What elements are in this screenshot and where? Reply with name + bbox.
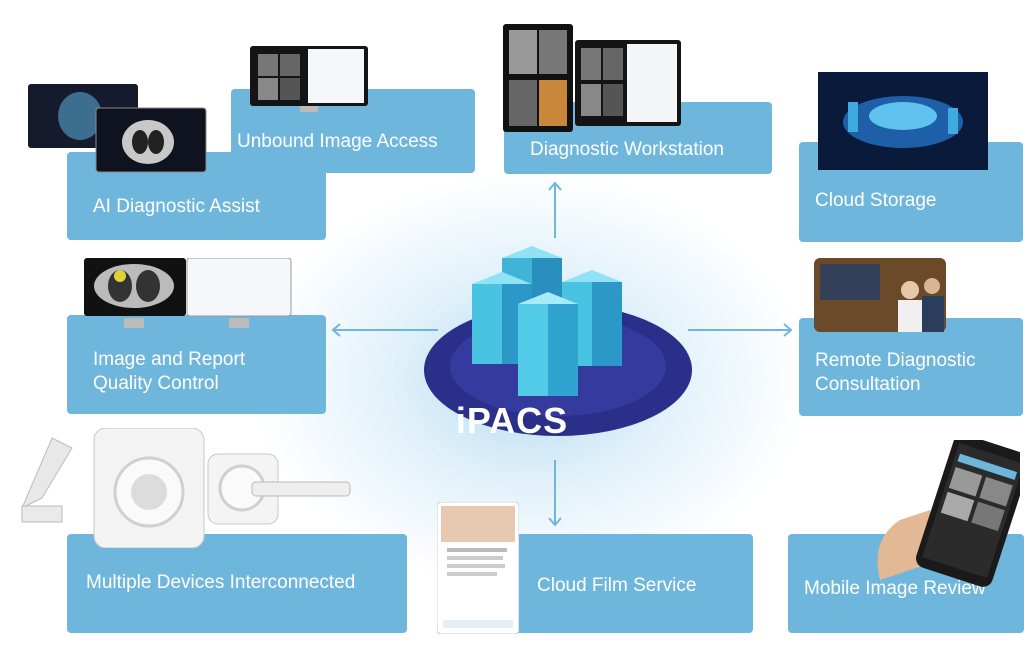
ct-scanner-icon: [21, 428, 351, 548]
card-label-line2: Quality Control: [93, 373, 219, 394]
consultation-photo: [814, 258, 946, 332]
arrow-left: [331, 323, 438, 337]
monitor-icon: [84, 258, 292, 328]
card-remote-consultation: Remote Diagnostic Consultation: [799, 318, 1023, 416]
cloud-datacenter-icon: [818, 72, 988, 170]
card-label: AI Diagnostic Assist: [93, 196, 260, 217]
card-label: Cloud Film Service: [537, 575, 697, 596]
card-label: Diagnostic Workstation: [530, 139, 724, 160]
card-label: Cloud Storage: [815, 190, 937, 211]
arrow-up: [548, 181, 562, 238]
server-tower-icon: [424, 246, 692, 436]
card-label: Unbound Image Access: [237, 131, 438, 152]
card-quality-control: Image and Report Quality Control: [67, 315, 326, 414]
arrow-down: [548, 460, 562, 527]
card-cloud-film-service: Cloud Film Service: [497, 534, 753, 633]
card-multiple-devices: Multiple Devices Interconnected: [67, 534, 407, 633]
monitor-icon: [28, 84, 207, 173]
arrow-right: [688, 323, 793, 337]
monitor-icon: [250, 46, 368, 112]
hub-title: iPACS: [455, 400, 569, 441]
card-label: Mobile Image Review: [804, 578, 986, 599]
card-label-line2: Consultation: [815, 374, 921, 395]
monitor-icon: [503, 24, 681, 132]
phone-icon: [877, 440, 1020, 587]
card-label-line1: Remote Diagnostic: [815, 350, 976, 371]
card-label: Multiple Devices Interconnected: [86, 572, 356, 593]
card-label-line1: Image and Report: [93, 349, 246, 370]
cloud-film-tablet: [437, 502, 519, 634]
